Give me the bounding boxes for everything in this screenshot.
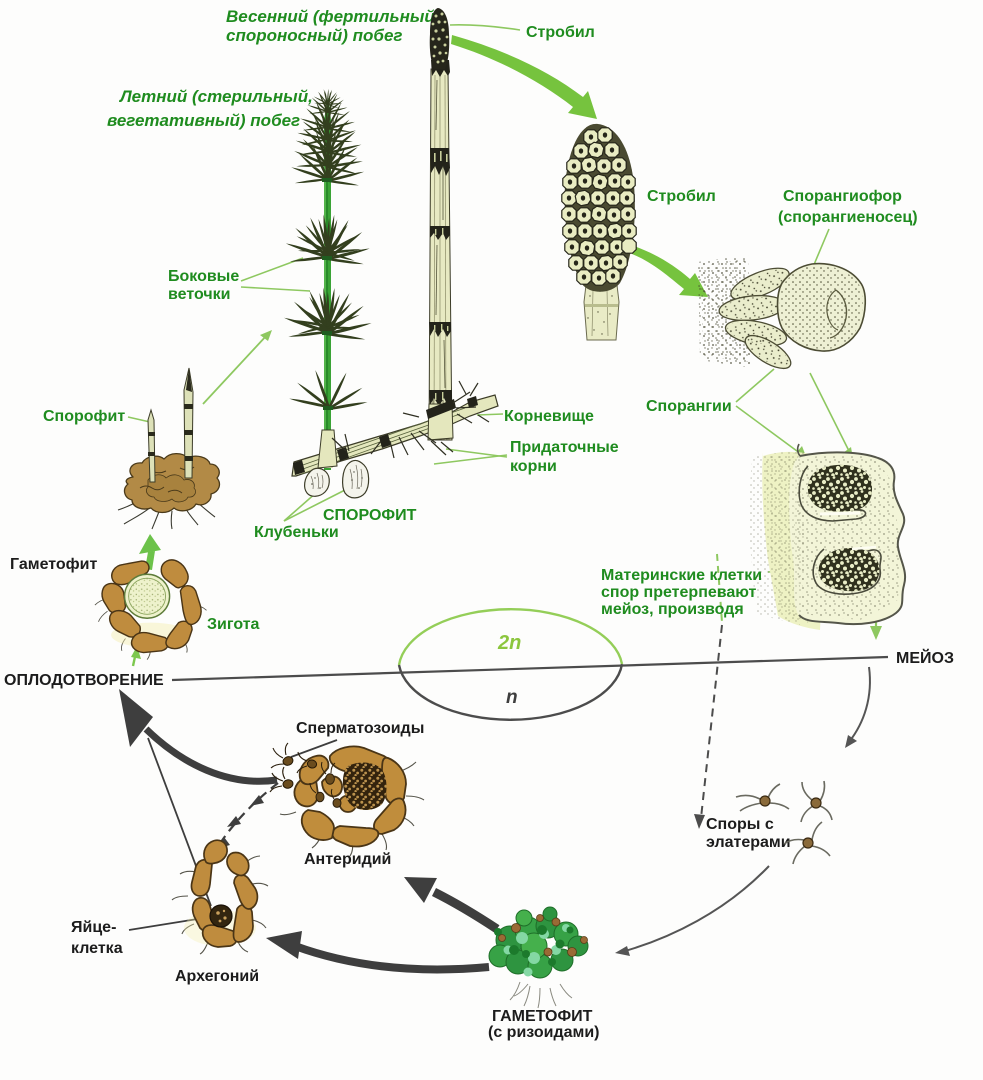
svg-text:ГАМЕТОФИТ: ГАМЕТОФИТ xyxy=(492,1008,593,1025)
svg-text:Материнские клетки: Материнские клетки xyxy=(601,567,762,584)
svg-text:Придаточные: Придаточные xyxy=(510,439,619,456)
svg-text:ОПЛОДОТВОРЕНИЕ: ОПЛОДОТВОРЕНИЕ xyxy=(4,672,164,689)
svg-text:Спорофит: Спорофит xyxy=(43,408,125,425)
svg-text:Клубеньки: Клубеньки xyxy=(254,524,339,541)
svg-text:Корневище: Корневище xyxy=(504,408,594,425)
svg-text:МЕЙОЗ: МЕЙОЗ xyxy=(896,648,954,667)
svg-text:спороносный) побег: спороносный) побег xyxy=(226,26,402,45)
svg-text:2n: 2n xyxy=(497,632,521,654)
svg-text:спор претерпевают: спор претерпевают xyxy=(601,584,757,601)
svg-text:Яйце-: Яйце- xyxy=(71,919,116,936)
svg-text:СПОРОФИТ: СПОРОФИТ xyxy=(323,507,417,524)
svg-text:Стробил: Стробил xyxy=(526,24,595,41)
svg-text:клетка: клетка xyxy=(71,940,123,957)
svg-text:Зигота: Зигота xyxy=(207,616,260,633)
svg-text:Споры с: Споры с xyxy=(706,816,774,833)
svg-text:Боковые: Боковые xyxy=(168,268,239,285)
svg-text:Антеридий: Антеридий xyxy=(304,851,391,868)
svg-text:Спорангиофор: Спорангиофор xyxy=(783,188,902,205)
svg-text:корни: корни xyxy=(510,458,557,475)
svg-text:(спорангиеносец): (спорангиеносец) xyxy=(778,209,918,226)
svg-text:Летний (стерильный,: Летний (стерильный, xyxy=(118,87,313,106)
svg-text:веточки: веточки xyxy=(168,286,230,303)
svg-text:Весенний (фертильный,: Весенний (фертильный, xyxy=(226,7,439,26)
svg-text:элатерами: элатерами xyxy=(706,834,791,851)
svg-text:n: n xyxy=(506,687,518,708)
svg-text:Гаметофит: Гаметофит xyxy=(10,556,98,573)
svg-text:Спорангии: Спорангии xyxy=(646,398,732,415)
svg-text:Стробил: Стробил xyxy=(647,188,716,205)
svg-text:вегетативный) побег: вегетативный) побег xyxy=(107,111,300,130)
svg-text:(с ризоидами): (с ризоидами) xyxy=(488,1024,600,1041)
svg-text:мейоз, производя: мейоз, производя xyxy=(601,601,744,618)
svg-text:Сперматозоиды: Сперматозоиды xyxy=(296,720,424,737)
svg-text:Архегоний: Архегоний xyxy=(175,968,259,985)
